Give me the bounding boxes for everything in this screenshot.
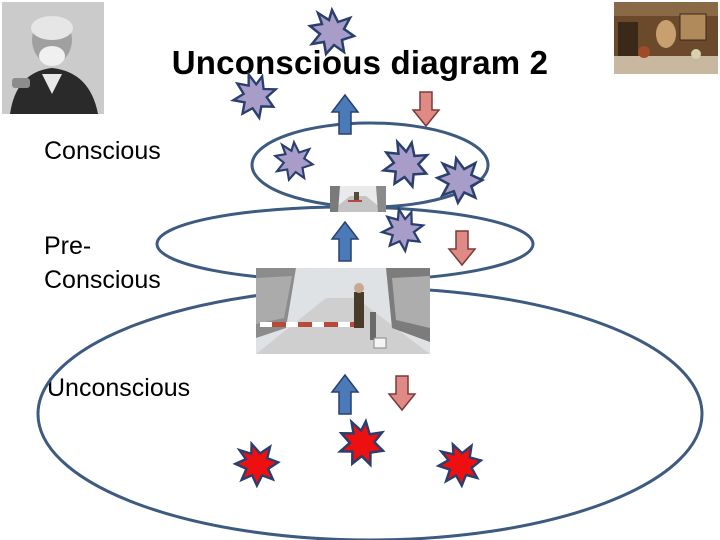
label-unconscious: Unconscious (47, 374, 191, 402)
freud-study-room-photo (614, 2, 718, 74)
thought-burst-edge (434, 155, 486, 206)
repressed-burst-right (435, 441, 484, 489)
snowy-border-crossing-photo (256, 268, 430, 354)
freud-portrait-photo (2, 2, 104, 114)
down-arrow-unconscious (387, 375, 417, 412)
up-arrow-unconscious (330, 373, 360, 415)
up-arrow-preconscious (330, 220, 360, 262)
up-arrow-conscious (330, 93, 360, 135)
down-arrow-conscious (411, 91, 441, 128)
snowy-path-small-photo (330, 186, 386, 212)
label-preconscious-line2: Conscious (44, 266, 161, 294)
down-arrow-preconscious (447, 230, 477, 267)
slide-title: Unconscious diagram 2 (171, 44, 549, 81)
thought-burst-conscious-left (272, 139, 316, 183)
thought-burst-conscious-right (380, 138, 431, 190)
repressed-burst-middle (336, 417, 386, 468)
label-conscious: Conscious (44, 137, 161, 165)
thought-burst-title (229, 70, 279, 121)
repressed-burst-left (232, 440, 281, 489)
label-preconscious-line1: Pre- (44, 232, 92, 260)
thought-burst-preconscious (378, 205, 426, 254)
thought-burst-top (307, 6, 357, 57)
